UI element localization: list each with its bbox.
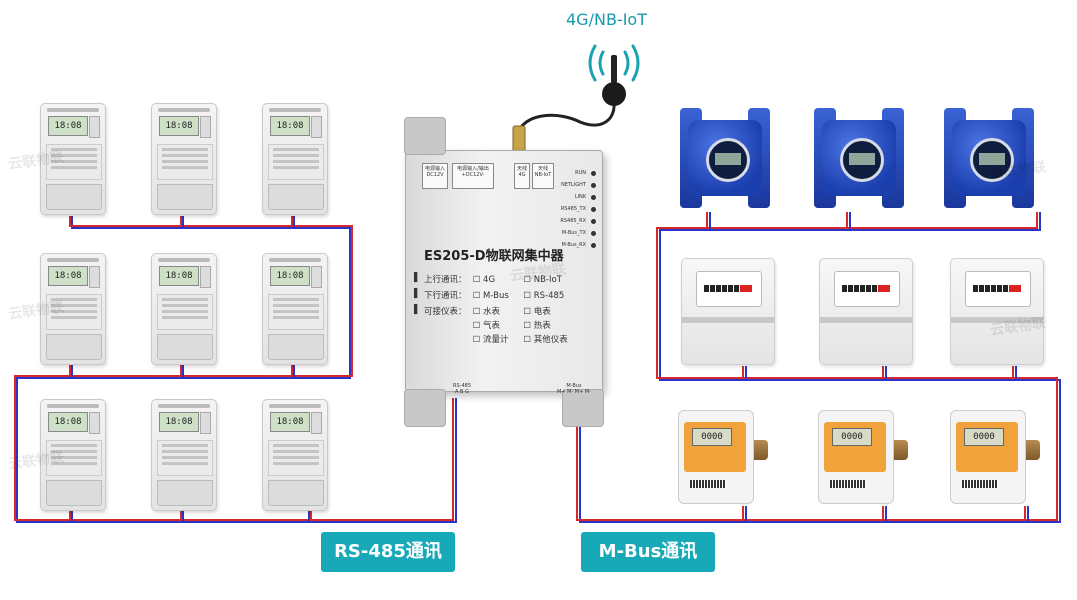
power-meter: 18:08	[151, 399, 217, 511]
power-meter: 18:08	[151, 253, 217, 365]
led-link: LINK	[536, 191, 596, 203]
antenna-cable	[517, 99, 616, 131]
led-rs485-rx: RS485_RX	[536, 215, 596, 227]
led-panel: RUN NETLIGHT LINK RS485_TX RS485_RX M-Bu…	[536, 167, 596, 251]
terminal-pins: A B G	[455, 389, 469, 395]
spec-downlink: 下行通讯： ☐ M-Bus ☐ RS-485	[424, 291, 565, 301]
rs485-wires	[14, 216, 457, 523]
spec-option: 水表	[483, 307, 501, 317]
led-mbus-tx: M-Bus_TX	[536, 227, 596, 239]
spec-meters-2: ☐ 气表 ☐ 热表	[472, 321, 551, 331]
power-meter: 18:08	[40, 399, 106, 511]
power-meter: 18:08	[262, 253, 328, 365]
meter-lcd: 18:08	[48, 266, 88, 286]
gas-meter	[819, 258, 913, 365]
concentrator-device: 电源输入 DC12V 电源输入/输出 +DC12V- 天线 4G 天线 NB-I…	[404, 117, 604, 427]
meter-lcd: 18:08	[270, 116, 310, 136]
power-meter: 18:08	[262, 103, 328, 215]
terminal-label: M-Bus	[566, 383, 582, 389]
meter-lcd: 18:08	[159, 266, 199, 286]
water-meter	[680, 108, 770, 208]
spec-option: NB-IoT	[533, 275, 562, 285]
spec-header: 下行通讯：	[424, 291, 467, 301]
led-run: RUN	[536, 167, 596, 179]
power-meter: 18:08	[40, 103, 106, 215]
meter-lcd: 18:08	[48, 116, 88, 136]
meter-lcd: 18:08	[159, 116, 199, 136]
meter-lcd: 18:08	[159, 412, 199, 432]
spec-header: 上行通讯：	[424, 275, 467, 285]
power-meter: 18:08	[151, 103, 217, 215]
spec-option: M-Bus	[483, 291, 509, 301]
led-rs485-tx: RS485_TX	[536, 203, 596, 215]
spec-option: 流量计	[483, 335, 509, 345]
antenna-icon	[602, 55, 626, 106]
mbus-bus-label: M-Bus通讯	[581, 532, 715, 572]
spec-option: 其他仪表	[533, 335, 568, 345]
terminal-mbus: M-Bus M+ M- M+ M-	[552, 383, 596, 397]
spec-option: 热表	[533, 321, 551, 331]
mounting-ear	[404, 117, 446, 155]
mounting-ear	[404, 389, 446, 427]
spec-option: RS-485	[533, 291, 565, 301]
spec-uplink: 上行通讯： ☐ 4G ☐ NB-IoT	[424, 275, 562, 285]
terminal-rs485: RS-485 A B G	[442, 383, 482, 397]
terminal-pins: M+ M- M+ M-	[556, 389, 591, 395]
mbus-wires	[576, 212, 1061, 523]
device-title: ES205-D物联网集中器	[424, 249, 564, 264]
meter-lcd: 18:08	[270, 412, 310, 432]
gas-meter	[950, 258, 1044, 365]
power-meter: 18:08	[40, 253, 106, 365]
meter-lcd: 0000	[964, 428, 1004, 446]
heat-meter: 0000	[818, 410, 908, 510]
water-meter	[814, 108, 904, 208]
heat-meter: 0000	[678, 410, 768, 510]
port-power-io: 电源输入/输出 +DC12V-	[452, 163, 494, 189]
heat-meter: 0000	[950, 410, 1040, 510]
spec-meters-3: ☐ 流量计 ☐ 其他仪表	[472, 335, 568, 345]
mounting-ear	[562, 389, 604, 427]
rs485-bus-label: RS-485通讯	[321, 532, 455, 572]
meter-lcd: 18:08	[270, 266, 310, 286]
port-antenna-4g: 天线 4G	[514, 163, 530, 189]
meter-lcd: 0000	[692, 428, 732, 446]
signal-waves-icon	[588, 44, 640, 82]
power-meter: 18:08	[262, 399, 328, 511]
spec-option: 气表	[483, 321, 501, 331]
port-antenna-nb: 天线 NB-IoT	[532, 163, 554, 189]
gas-meter	[681, 258, 775, 365]
meter-lcd: 18:08	[48, 412, 88, 432]
led-netlight: NETLIGHT	[536, 179, 596, 191]
terminal-label: RS-485	[453, 383, 471, 389]
spec-meters: 可接仪表： ☐ 水表 ☐ 电表	[424, 307, 551, 317]
spec-option: 4G	[483, 275, 496, 285]
led-mbus-rx: M-Bus_RX	[536, 239, 596, 251]
port-power-in: 电源输入 DC12V	[422, 163, 448, 189]
wireless-label: 4G/NB-IoT	[566, 10, 647, 29]
spec-header: 可接仪表：	[424, 307, 467, 317]
meter-lcd: 0000	[832, 428, 872, 446]
water-meter	[944, 108, 1034, 208]
spec-option: 电表	[533, 307, 551, 317]
